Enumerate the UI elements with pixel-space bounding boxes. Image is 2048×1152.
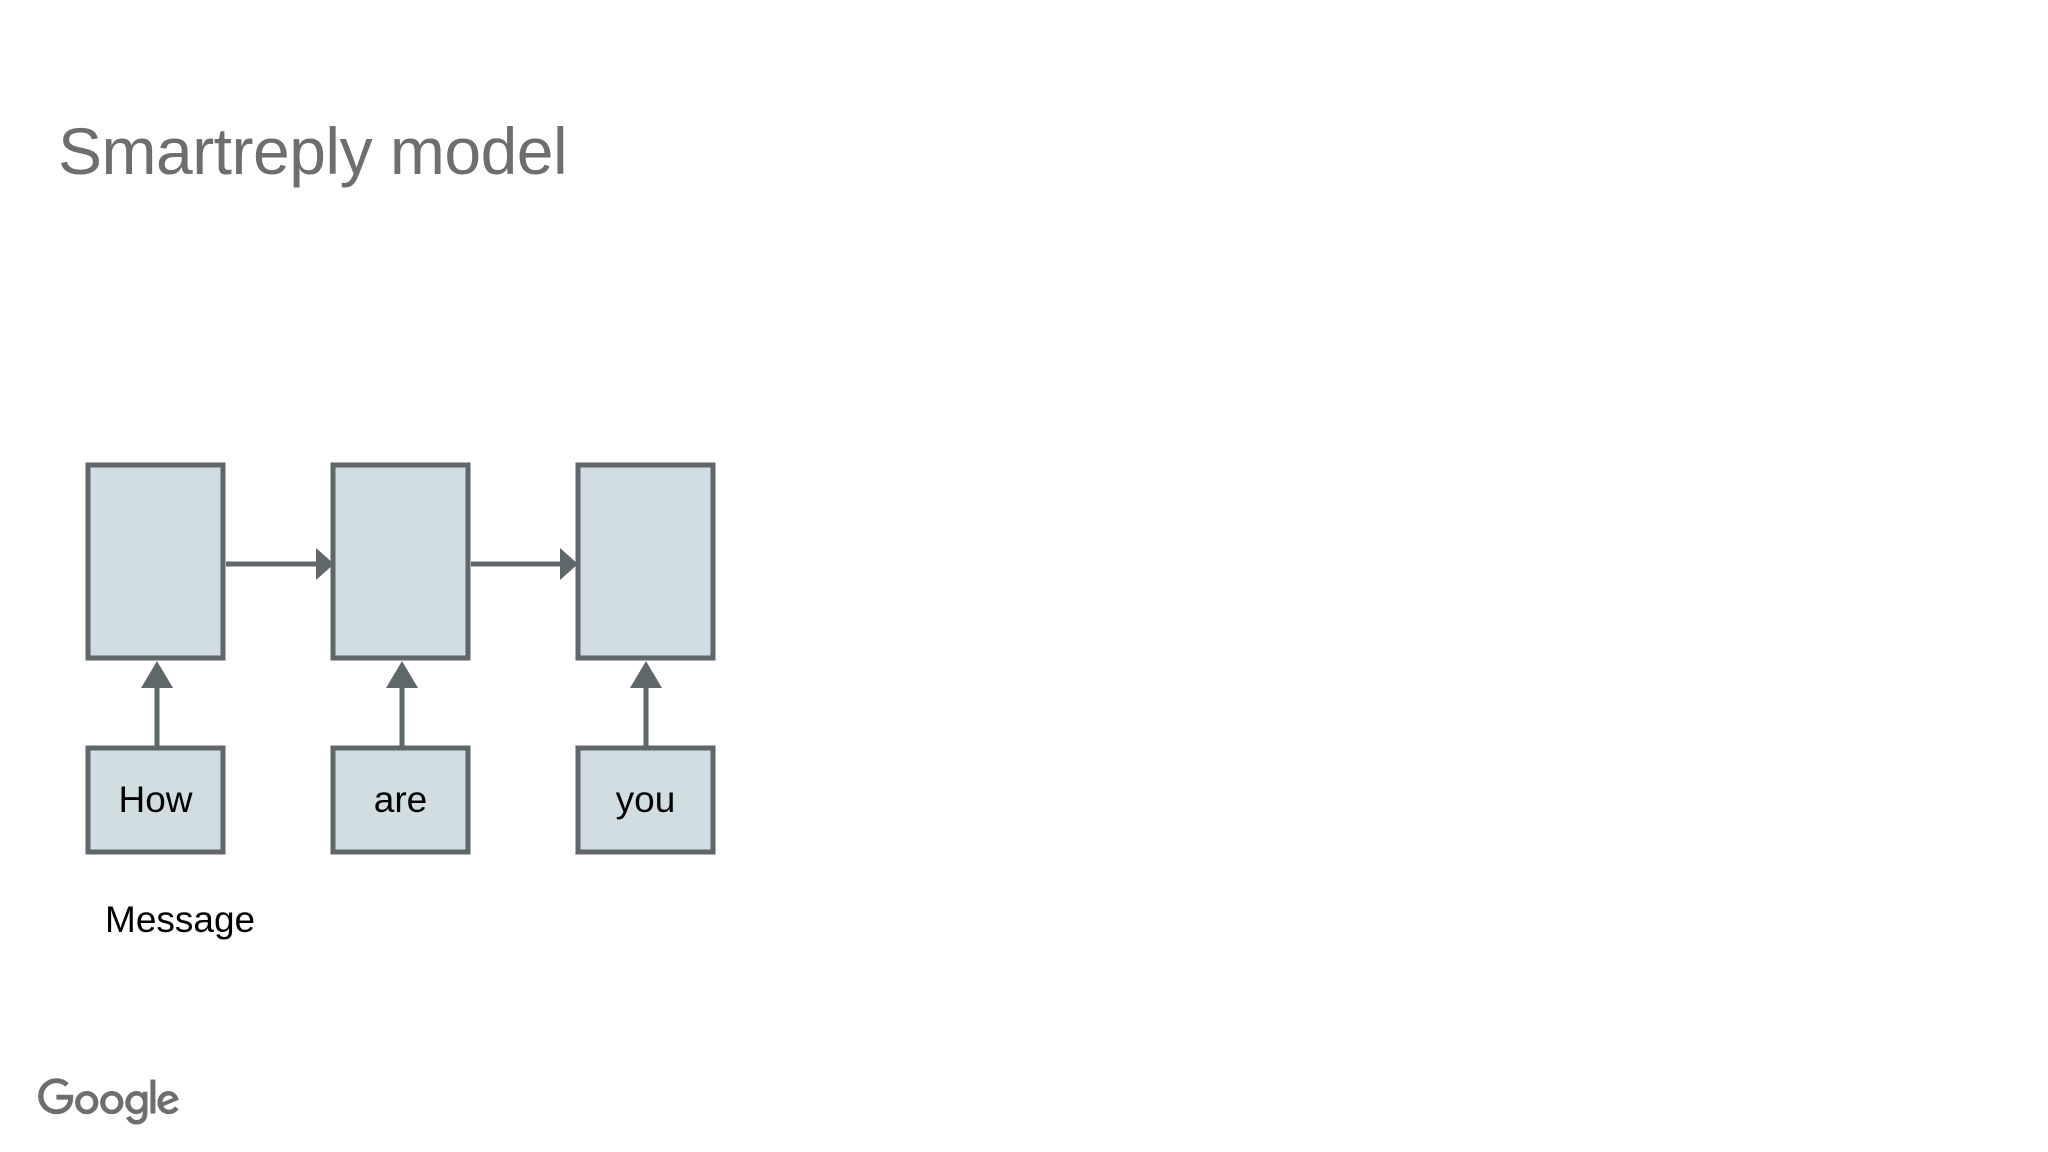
encoder-cell-1[interactable] — [85, 462, 226, 661]
page-title: Smartreply model — [58, 114, 568, 188]
recurrent-edge-2-to-3 — [471, 548, 578, 580]
google-logo — [38, 1078, 180, 1126]
input-token-label-1: How — [118, 779, 192, 820]
input-token-box-2[interactable]: are — [330, 745, 471, 855]
input-edge-token-2 — [386, 661, 418, 748]
message-caption: Message — [105, 899, 256, 940]
input-token-box-3[interactable]: you — [575, 745, 716, 855]
recurrent-edge-1-to-2 — [226, 548, 334, 580]
input-edge-token-1 — [141, 661, 173, 748]
encoder-cell-2[interactable] — [330, 462, 471, 661]
input-token-label-2: are — [374, 779, 427, 820]
input-edge-token-3 — [630, 661, 662, 748]
input-token-box-1[interactable]: How — [85, 745, 226, 855]
encoder-cell-3[interactable] — [575, 462, 716, 661]
input-token-label-3: you — [616, 779, 676, 820]
